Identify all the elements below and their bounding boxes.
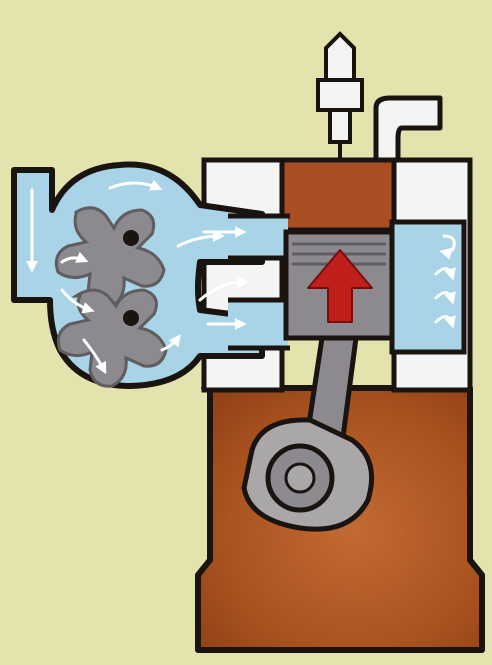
combustion-chamber <box>282 160 394 230</box>
intake-port <box>228 216 288 258</box>
